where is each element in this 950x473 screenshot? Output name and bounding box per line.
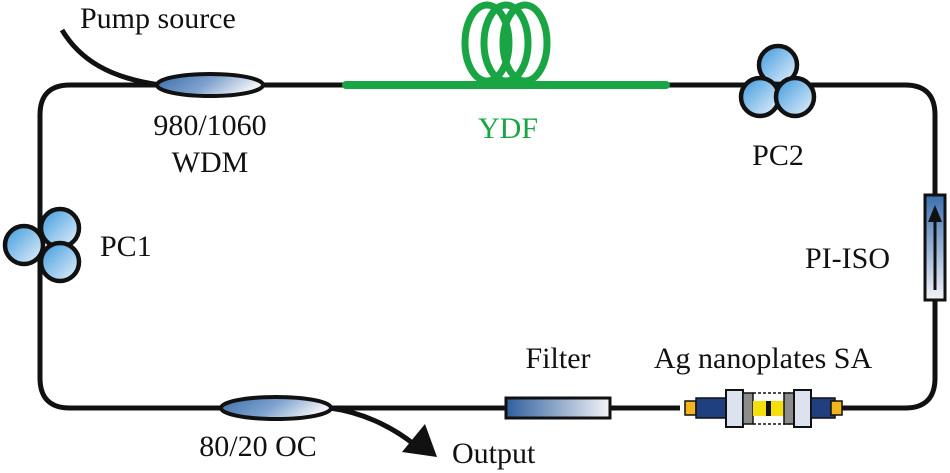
label-pump-source: Pump source bbox=[80, 2, 236, 35]
pi-iso-isolator[interactable] bbox=[923, 193, 947, 302]
wdm-coupler[interactable] bbox=[155, 72, 265, 98]
label-output: Output bbox=[452, 437, 536, 470]
label-pc2: PC2 bbox=[752, 139, 804, 172]
pc2-polarization-controller[interactable] bbox=[738, 43, 817, 119]
oc-coupler[interactable] bbox=[219, 395, 333, 421]
pump-fiber bbox=[59, 28, 161, 88]
label-wdm-line2: WDM bbox=[172, 146, 249, 179]
label-pi-iso: PI-ISO bbox=[805, 242, 890, 275]
label-filter: Filter bbox=[526, 342, 591, 375]
label-sa: Ag nanoplates SA bbox=[654, 342, 873, 375]
label-wdm-line1: 980/1060 bbox=[153, 109, 266, 142]
pc1-polarization-controller[interactable] bbox=[2, 206, 82, 284]
label-oc: 80/20 OC bbox=[199, 430, 317, 463]
sa-saturable-absorber[interactable] bbox=[684, 389, 843, 428]
output-fiber bbox=[329, 405, 417, 447]
ydf-gain-fiber bbox=[342, 1, 670, 89]
label-pc1: PC1 bbox=[100, 230, 152, 263]
filter[interactable] bbox=[504, 396, 612, 420]
arrow-up-head bbox=[928, 205, 942, 222]
label-ydf: YDF bbox=[478, 112, 538, 145]
ydf-coil-loop bbox=[480, 1, 532, 85]
output-arrow-icon bbox=[402, 424, 437, 457]
ydf-coil-loop bbox=[461, 1, 513, 85]
ydf-coil-loop bbox=[499, 1, 551, 85]
